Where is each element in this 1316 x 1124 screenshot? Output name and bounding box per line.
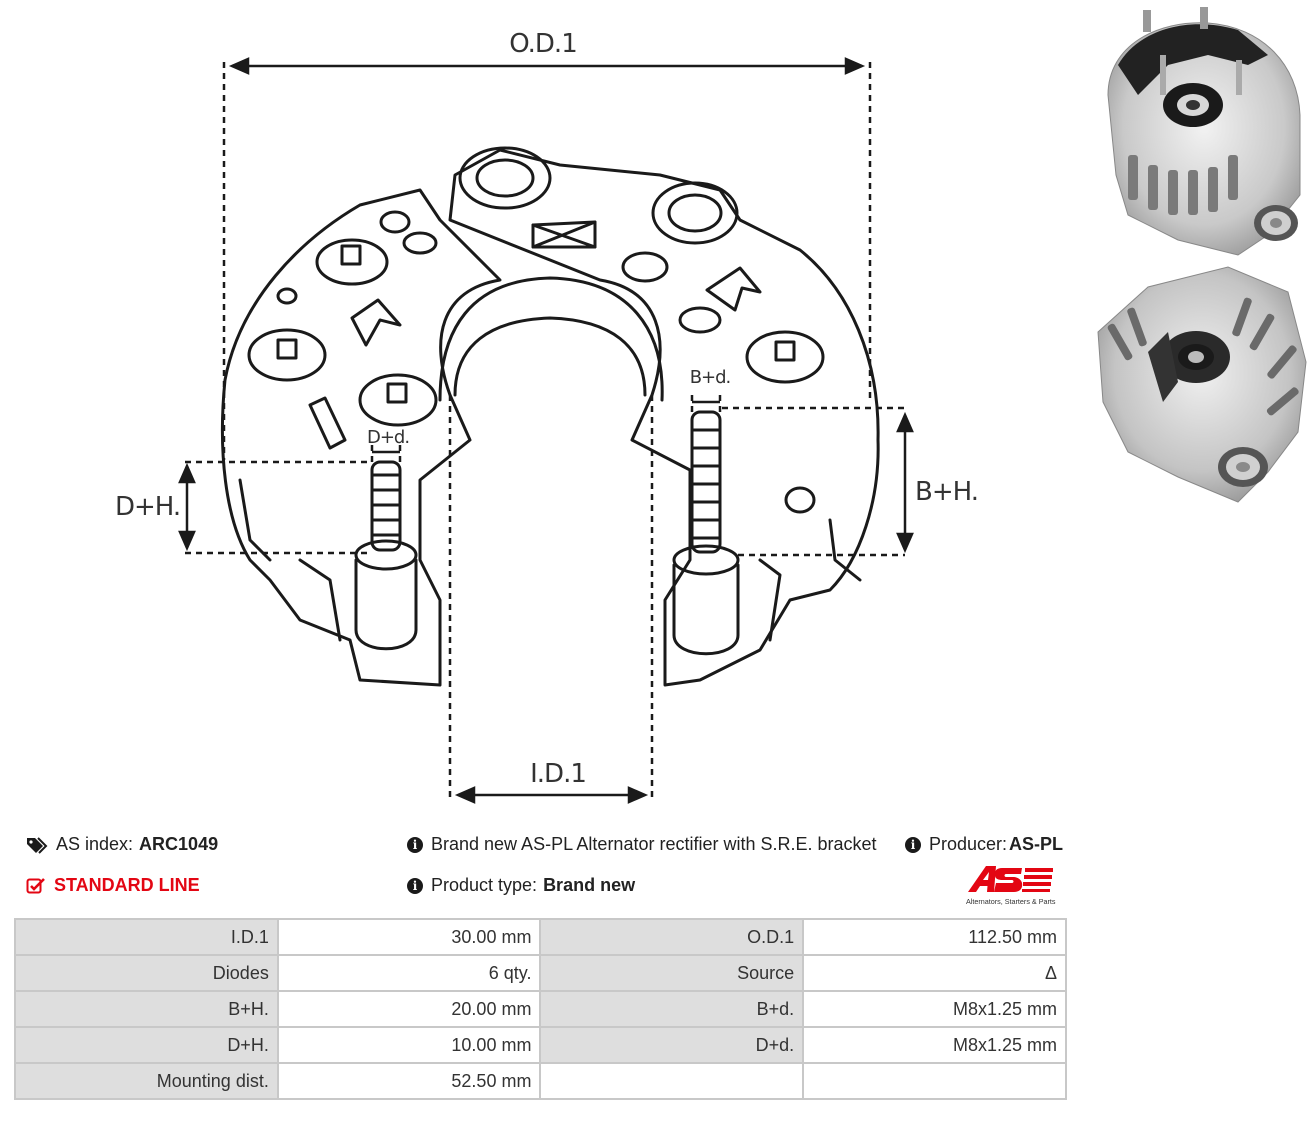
logo-tagline: Alternators, Starters & Parts (966, 897, 1056, 906)
as-index-label: AS index: (56, 834, 134, 854)
spec-label-cell: D+d. (539, 1026, 805, 1064)
spec-value-cell: Δ (802, 954, 1067, 992)
spec-value-cell (802, 1062, 1067, 1100)
rectifier-body-left (220, 188, 502, 687)
info-icon: i (407, 877, 423, 894)
spec-label-cell: Mounting dist. (14, 1062, 279, 1100)
standard-line-row: STANDARD LINE (26, 875, 200, 896)
dd-label: D+d. (367, 427, 409, 448)
info-icon: i (905, 836, 921, 853)
standard-line-label: STANDARD LINE (54, 875, 200, 895)
spec-label-cell: B+H. (14, 990, 279, 1028)
spec-label-cell: I.D.1 (14, 918, 279, 956)
spec-label-cell: Source (539, 954, 805, 992)
spec-value-cell: 20.00 mm (276, 990, 542, 1028)
product-photo-back (1097, 266, 1307, 503)
od-label: O.D.1 (509, 29, 577, 59)
spec-label-cell: D+H. (14, 1026, 279, 1064)
table-row: Mounting dist.52.50 mm (14, 1062, 1067, 1100)
spec-value-cell: 30.00 mm (276, 918, 542, 956)
product-type-value: Brand new (543, 875, 636, 895)
bh-label: B+H. (915, 477, 978, 507)
as-index-row: AS index: ARC1049 (26, 834, 218, 855)
as-pl-logo: Alternators, Starters & Parts (966, 866, 1056, 906)
tag-icon (26, 836, 48, 854)
spec-label-cell: Diodes (14, 954, 279, 992)
spec-label-cell (539, 1062, 805, 1100)
product-photo-front (1107, 7, 1301, 256)
info-icon: i (407, 836, 423, 853)
producer-row: i Producer: AS-PL (905, 834, 1063, 855)
dh-label: D+H. (115, 492, 180, 522)
id-label: I.D.1 (530, 759, 586, 789)
spec-value-cell: 10.00 mm (276, 1026, 542, 1064)
center-hub (438, 276, 664, 402)
product-type-label: Product type: (431, 875, 538, 895)
check-square-icon (26, 877, 46, 895)
spec-value-cell: M8x1.25 mm (802, 990, 1067, 1028)
spec-value-cell: 112.50 mm (802, 918, 1067, 956)
product-description: Brand new AS-PL Alternator rectifier wit… (431, 834, 877, 854)
spec-label-cell: O.D.1 (539, 918, 805, 956)
rectifier-technical-drawing: O.D.1 I.D.1 B+H. D+H. B+d. D+d. (115, 29, 979, 804)
spec-label-cell: B+d. (539, 990, 805, 1028)
product-type-row: i Product type: Brand new (407, 875, 635, 896)
rectifier-body-right (448, 148, 880, 687)
bd-label: B+d. (690, 367, 731, 388)
producer-value: AS-PL (1009, 834, 1064, 854)
description-row: i Brand new AS-PL Alternator rectifier w… (407, 834, 877, 855)
spec-value-cell: 6 qty. (276, 954, 542, 992)
spec-value-cell: M8x1.25 mm (802, 1026, 1067, 1064)
producer-label: Producer: (929, 834, 1008, 854)
as-index-value: ARC1049 (139, 834, 219, 854)
spec-value-cell: 52.50 mm (276, 1062, 542, 1100)
